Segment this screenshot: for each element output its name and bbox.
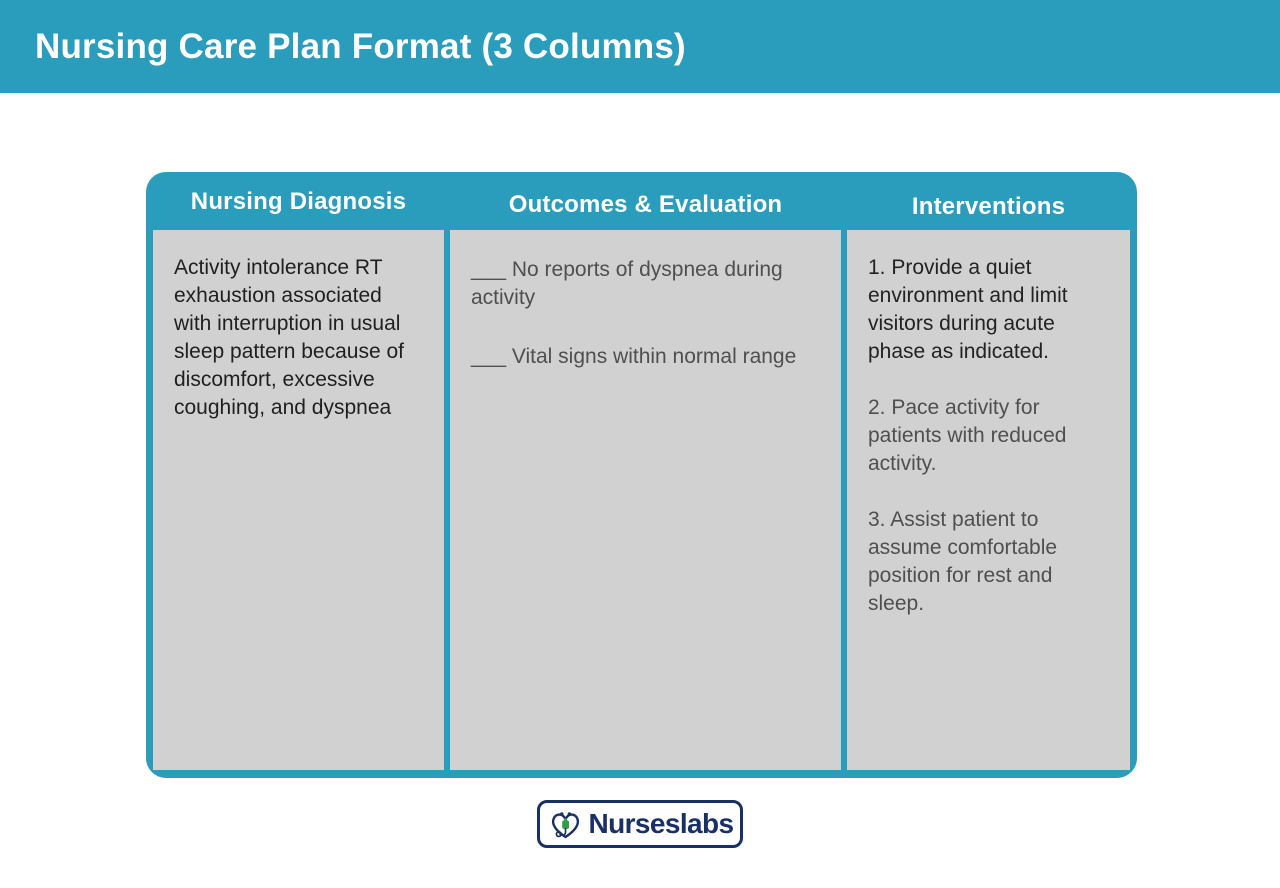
table-body-row: Activity intolerance RT exhaustion assoc… <box>153 230 1130 770</box>
cell-nursing-diagnosis: Activity intolerance RT exhaustion assoc… <box>153 230 444 770</box>
heart-stethoscope-icon <box>547 806 584 843</box>
cell-outcomes-evaluation: ___ No reports of dyspnea during activit… <box>450 230 841 770</box>
brand-text: Nurseslabs <box>588 808 735 839</box>
intervention-item: 3. Assist patient to assume comfortable … <box>868 508 1058 615</box>
intervention-item: 2. Pace activity for patients with reduc… <box>868 396 1067 475</box>
outcome-item: ___ No reports of dyspnea during activit… <box>471 258 783 309</box>
column-header-outcomes-evaluation: Outcomes & Evaluation <box>508 191 783 218</box>
column-header-interventions: Interventions <box>911 193 1066 220</box>
care-plan-table: Nursing Diagnosis Outcomes & Evaluation … <box>146 172 1137 778</box>
intervention-item: 1. Provide a quiet environment and limit… <box>868 256 1068 363</box>
page-title: Nursing Care Plan Format (3 Columns) <box>35 26 686 66</box>
cell-interventions: 1. Provide a quiet environment and limit… <box>847 230 1130 770</box>
table-header-row: Nursing Diagnosis Outcomes & Evaluation … <box>153 172 1130 230</box>
title-bar: Nursing Care Plan Format (3 Columns) <box>0 0 1280 93</box>
nurseslabs-logo: Nurseslabs <box>537 800 743 848</box>
outcome-item: ___ Vital signs within normal range <box>471 345 797 368</box>
column-header-nursing-diagnosis: Nursing Diagnosis <box>190 188 407 215</box>
diagnosis-text: Activity intolerance RT exhaustion assoc… <box>174 256 404 419</box>
